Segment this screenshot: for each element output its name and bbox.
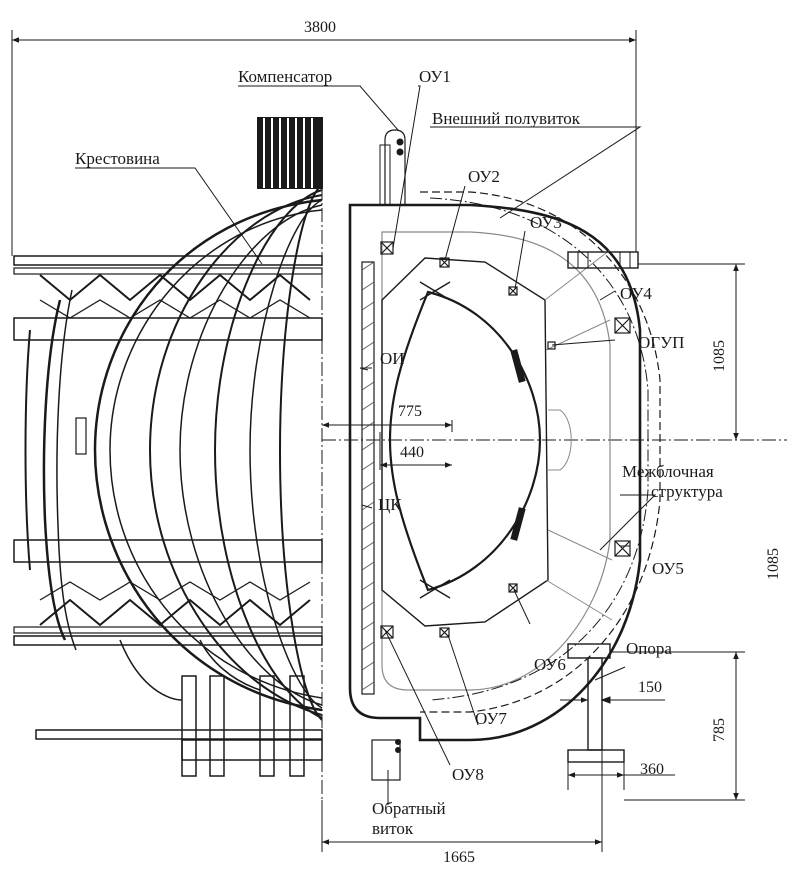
coil-ring	[249, 199, 323, 709]
tf-coil-inner	[381, 231, 611, 691]
cross-section	[348, 129, 661, 781]
band-upper	[13, 317, 323, 341]
coil-ring	[213, 189, 323, 719]
pf-coil-ou7	[439, 627, 450, 638]
label-mezhblochnaya-1: Межблочная	[622, 462, 714, 481]
compensator	[384, 129, 406, 205]
label-ou5: ОУ5	[652, 559, 684, 578]
label-ou4: ОУ4	[620, 284, 652, 303]
x-point-bot	[419, 579, 451, 599]
label-ou3: ОУ3	[530, 213, 562, 232]
coil-ring	[93, 198, 323, 712]
dim-1665: 1665	[443, 849, 475, 866]
coil-ring	[179, 204, 323, 706]
truss	[39, 299, 311, 319]
pf-coil-ou8	[380, 625, 394, 639]
dim-785: 785	[711, 718, 728, 742]
label-ck: ЦК	[378, 495, 402, 514]
dim-440: 440	[400, 444, 424, 461]
label-ou2: ОУ2	[468, 167, 500, 186]
dim-360: 360	[640, 761, 664, 778]
central-solenoid	[361, 261, 375, 695]
support-top	[567, 251, 639, 269]
opora-base	[567, 749, 625, 763]
dim-1085-upper: 1085	[711, 340, 728, 372]
label-ou6: ОУ6	[534, 655, 566, 674]
label-ou1: ОУ1	[419, 67, 451, 86]
bottom-leads	[35, 639, 323, 777]
dim-150: 150	[638, 679, 662, 696]
pf-coil-ogup	[547, 341, 556, 350]
label-ogup: ОГУП	[638, 333, 685, 352]
dash-dot-outline	[429, 197, 649, 701]
x-point-top	[419, 281, 451, 301]
coil-ring	[109, 209, 323, 699]
dim-1085-lower: 1085	[765, 548, 782, 580]
leaders	[75, 85, 657, 805]
dashed-outline	[420, 191, 661, 713]
blanket	[510, 349, 526, 383]
pf-coil-ou5	[614, 540, 631, 557]
pf-coil-ou3	[508, 286, 518, 296]
top-coil-cluster	[257, 117, 323, 189]
coil-ring	[148, 194, 323, 716]
blanket	[510, 507, 526, 541]
label-ou7: ОУ7	[475, 709, 507, 728]
truss	[39, 598, 311, 627]
label-opora: Опора	[626, 639, 672, 658]
truss	[39, 581, 311, 601]
pf-coil-ou2	[439, 257, 450, 268]
opora-column	[587, 657, 603, 751]
truss	[39, 273, 311, 302]
label-kompensator: Компенсатор	[238, 67, 333, 86]
label-ou8: ОУ8	[452, 765, 484, 784]
external-view	[13, 117, 323, 777]
vacuum-vessel	[381, 257, 549, 627]
dim-3800: 3800	[304, 19, 336, 36]
flange-bot	[13, 635, 323, 646]
dim-775: 775	[398, 403, 422, 420]
coil-ring	[24, 329, 31, 571]
return-turn	[371, 739, 401, 781]
pf-coil-ou6	[508, 583, 518, 593]
pf-coil-ou1	[380, 241, 394, 255]
label-oi: ОИ	[380, 349, 405, 368]
tf-coil-outer	[348, 203, 642, 742]
dimensions	[11, 30, 745, 852]
plasma	[388, 290, 542, 592]
cs-hatch	[361, 261, 375, 691]
support-bot	[567, 643, 611, 659]
flange-top	[13, 255, 323, 266]
label-obratny-1: Обратный	[372, 799, 446, 818]
label-vneshniy-poluvitok: Внешний полувиток	[432, 109, 581, 128]
pf-coil-ou4	[614, 317, 631, 334]
label-krestovina: Крестовина	[75, 149, 160, 168]
label-mezhblochnaya-2: структура	[651, 482, 723, 501]
label-obratny-2: виток	[372, 819, 414, 838]
coil-ring	[56, 289, 77, 651]
